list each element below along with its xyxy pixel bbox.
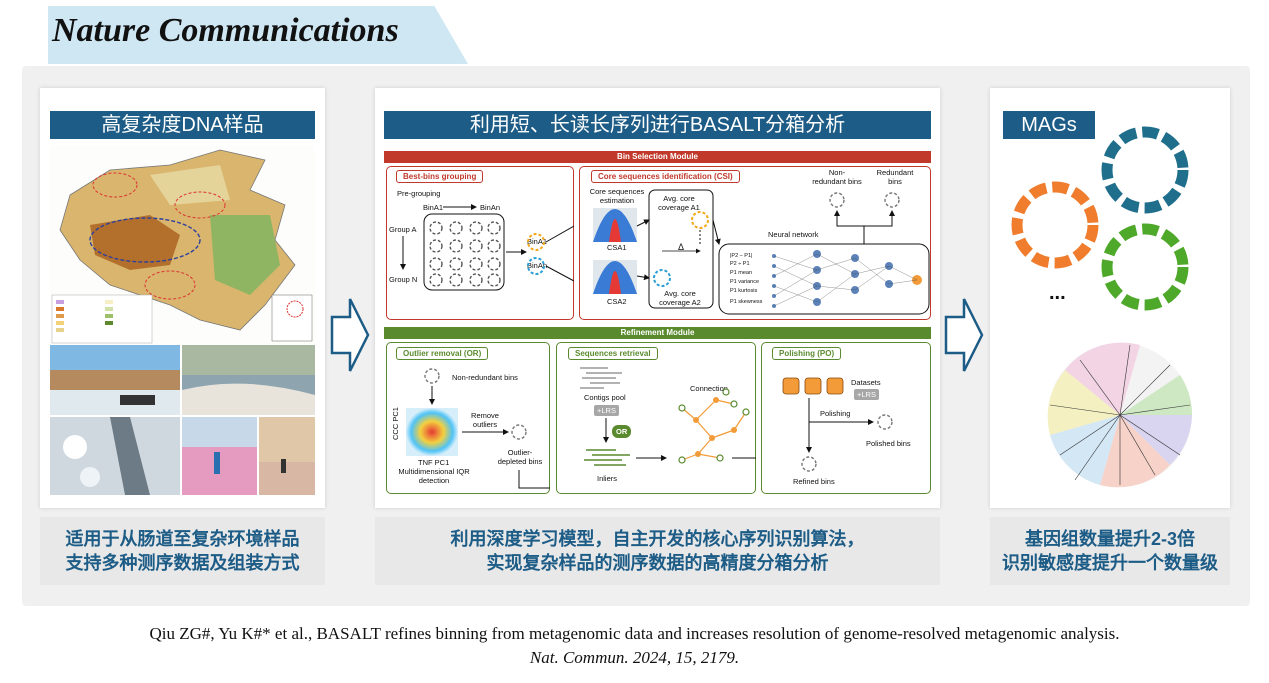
mag-ring-green: [1101, 223, 1189, 311]
map-east: [210, 215, 280, 295]
mag-rings: [1011, 126, 1189, 311]
cs-a1-label: CSA1: [607, 243, 627, 252]
polishing-box: [761, 342, 931, 494]
feature-label: P2 ÷ P1: [730, 261, 750, 267]
photo-pink-lake: [182, 417, 257, 495]
polishing-diagram: [782, 377, 893, 472]
inliers-label: Inliers: [597, 474, 618, 483]
retrieval-lrs-label: +LRS: [594, 405, 619, 416]
feature-label: P1 skewness: [730, 299, 763, 305]
photo-salt-crust: [50, 417, 180, 495]
remove-outliers-label: Remove outliers: [471, 411, 499, 429]
polishing-label: Polishing: [820, 409, 851, 418]
right-footer-line2: 识别敏感度提升一个数量级: [1002, 553, 1218, 573]
core-estimation-label: Core sequences estimation: [589, 187, 645, 205]
map-plateau: [90, 215, 180, 270]
group-a-label: Group A: [389, 225, 417, 234]
non-redundant-bins-label: Non-redundant bins: [812, 168, 862, 186]
bin-selection-module-bar: Bin Selection Module: [384, 151, 931, 163]
multidimensional-iqr-label: Multidimensional IQR detection: [398, 467, 470, 485]
csi-tag: Core sequences identification (CSI): [591, 170, 740, 183]
outlier-diagram: [406, 368, 550, 489]
pre-grouping-label: Pre-grouping: [397, 189, 441, 198]
right-footer-line1: 基因组数量提升2-3倍: [1024, 529, 1195, 549]
mag-ellipsis: ...: [1049, 282, 1066, 304]
bin-grid-diagram: [400, 204, 574, 291]
feature-label: P1 mean: [730, 270, 753, 276]
contigs-pool-label: Contigs pool: [584, 393, 626, 402]
map-inset: [271, 294, 313, 342]
map-legend: [51, 294, 153, 344]
phylogenetic-tree-image: [1047, 342, 1193, 488]
polishing-lrs-label: +LRS: [854, 389, 879, 400]
left-footer-line2: 支持多种测序数据及组装方式: [65, 553, 300, 573]
bin-a1-label: BinA1: [423, 203, 444, 212]
middle-footer-line1: 利用深度学习模型，自主开发的核心序列识别算法，: [450, 529, 865, 549]
avg-coverage-box: [648, 189, 714, 309]
refinement-module-bar: Refinement Module: [384, 327, 931, 339]
best-bins-box: [386, 166, 574, 320]
citation-line2: Nat. Commun. 2024, 15, 2179.: [529, 648, 740, 667]
right-panel-footer: 基因组数量提升2-3倍 识别敏感度提升一个数量级: [990, 517, 1230, 585]
connection-graph: [681, 399, 747, 461]
map-region-circle: [174, 191, 226, 219]
polishing-tag: Polishing (PO): [772, 347, 842, 360]
flow-arrow-right-2: [944, 298, 984, 372]
feature-label: |P2 – P1|: [730, 253, 753, 259]
mag-ring-blue: [1101, 126, 1189, 214]
or-non-redundant-label: Non-redundant bins: [452, 373, 518, 382]
left-footer-line1: 适用于从肠道至复杂环境样品: [65, 529, 300, 549]
redundant-bins-label: Redundant bins: [876, 168, 914, 186]
csi-box: [579, 166, 931, 320]
refined-bins-label: Refined bins: [793, 477, 835, 486]
map-north: [150, 165, 230, 205]
delta-label: Δ: [678, 242, 685, 252]
map-region-circle: [89, 217, 201, 263]
polished-bins-label: Polished bins: [866, 439, 911, 448]
or-badge: OR: [612, 425, 632, 438]
mag-ring-orange: [1011, 181, 1099, 269]
journal-title: Nature Communications: [52, 12, 399, 49]
photo-sunset-lake: [259, 417, 315, 495]
map-region-circle: [92, 172, 138, 198]
photo-shore: [182, 345, 315, 415]
feature-label: P1 variance: [730, 279, 760, 285]
left-panel-title: 高复杂度DNA样品: [50, 111, 315, 139]
bin-an-label: BinAn: [480, 203, 501, 212]
outlier-removal-box: [386, 342, 550, 494]
csi-diagram: [593, 189, 930, 315]
bin-an-right-label: BinAn: [527, 261, 548, 270]
group-n-label: Group N: [389, 275, 418, 284]
neural-network-box: [718, 243, 930, 315]
middle-panel-footer: 利用深度学习模型，自主开发的核心序列识别算法， 实现复杂样品的测序数据的高精度分…: [375, 517, 940, 585]
right-panel-title: MAGs: [1003, 111, 1095, 139]
iqr-heatmap: [406, 408, 458, 456]
datasets-label: Datasets: [851, 378, 881, 387]
neural-network-label: Neural network: [768, 230, 819, 239]
feature-label: P1 kurtosis: [730, 288, 758, 294]
bin-a1-right-label: BinA1: [527, 237, 548, 246]
journal-tab-background: [48, 6, 468, 64]
outlier-depleted-label: Outlier-depleted bins: [497, 448, 543, 466]
tnf-pc1-label: TNF PC1: [418, 458, 450, 467]
outlier-removal-tag: Outlier removal (OR): [396, 347, 489, 360]
best-bins-tag: Best-bins grouping: [396, 170, 484, 183]
cs-a2-label: CSA2: [607, 297, 627, 306]
avg-core-a2-label: Avg. core coverage A2: [659, 289, 701, 307]
connection-label: Connection: [690, 384, 728, 393]
map-region-circle: [144, 270, 196, 300]
avg-core-a1-label: Avg. core coverage A1: [658, 194, 700, 212]
bin-grid-frame: [423, 213, 505, 291]
china-map-image: [50, 145, 315, 345]
sequences-retrieval-tag: Sequences retrieval: [568, 347, 658, 360]
citation-line1: Qiu ZG#, Yu K#* et al., BASALT refines b…: [149, 624, 1120, 643]
middle-panel-title: 利用短、长读长序列进行BASALT分箱分析: [384, 111, 931, 139]
photo-salt-lake: [50, 345, 180, 415]
flow-arrow-right-1: [330, 298, 370, 372]
sequences-retrieval-box: [556, 342, 756, 494]
middle-footer-line2: 实现复杂样品的测序数据的高精度分箱分析: [486, 553, 829, 573]
left-panel-footer: 适用于从肠道至复杂环境样品 支持多种测序数据及组装方式: [40, 517, 325, 585]
retrieval-diagram: [580, 367, 756, 466]
